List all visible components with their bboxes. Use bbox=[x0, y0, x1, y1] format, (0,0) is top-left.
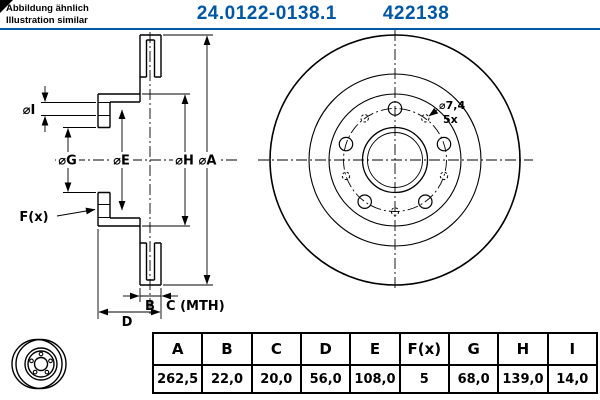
section-view bbox=[97, 34, 162, 286]
dim-label-f: F(x) bbox=[19, 210, 48, 225]
col-header-g: G bbox=[447, 331, 500, 367]
dim-label-c: C (MTH) bbox=[166, 299, 225, 314]
hole-note-dia: ⌀7,4 bbox=[439, 99, 465, 112]
col-header-f: F(x) bbox=[398, 331, 450, 367]
table-value-row: 262,5 22,0 20,0 56,0 108,0 5 68,0 139,0 … bbox=[151, 364, 599, 394]
alignment-holes bbox=[341, 114, 449, 216]
col-header-d: D bbox=[299, 331, 352, 367]
header-divider bbox=[0, 28, 600, 30]
part-number: 24.0122-0138.1 bbox=[196, 3, 337, 24]
dimension-lines bbox=[41, 34, 439, 319]
col-header-e: E bbox=[349, 331, 401, 367]
brake-disc-icon bbox=[11, 338, 67, 390]
dim-label-d: D bbox=[122, 315, 133, 330]
dimension-label-backgrounds bbox=[56, 152, 219, 168]
centerlines bbox=[55, 30, 533, 314]
value-h: 139,0 bbox=[497, 364, 549, 394]
hole-note-count: 5x bbox=[443, 113, 458, 126]
dim-label-dia-e: ⌀E bbox=[113, 154, 130, 169]
reference-number: 422138 bbox=[382, 3, 450, 24]
dim-label-b: B bbox=[145, 299, 155, 314]
dimension-table: A B C D E F(x) G H I 262,5 22,0 20,0 56,… bbox=[151, 331, 599, 394]
bolt-holes bbox=[338, 101, 452, 209]
value-g: 68,0 bbox=[447, 364, 500, 394]
value-e: 108,0 bbox=[349, 364, 401, 394]
corner-triangle-icon bbox=[0, 0, 13, 13]
front-view bbox=[269, 34, 521, 286]
title-bar: 24.0122-0138.1 422138 bbox=[0, 0, 600, 28]
value-d: 56,0 bbox=[299, 364, 352, 394]
dim-label-dia-g: ⌀G bbox=[58, 154, 77, 169]
col-header-h: H bbox=[497, 331, 549, 367]
similar-note: Abbildung ähnlich Illustration similar bbox=[6, 3, 89, 27]
dim-label-dia-i: ⌀I bbox=[23, 103, 36, 118]
dim-label-dia-h: ⌀H bbox=[175, 154, 194, 169]
dim-label-dia-a: ⌀A bbox=[199, 154, 217, 169]
similar-note-de: Abbildung ähnlich bbox=[6, 3, 89, 14]
col-header-a: A bbox=[151, 331, 204, 367]
value-a: 262,5 bbox=[151, 364, 204, 394]
table-header-row: A B C D E F(x) G H I bbox=[151, 331, 599, 367]
value-c: 20,0 bbox=[250, 364, 302, 394]
col-header-c: C bbox=[250, 331, 302, 367]
technical-drawing: ⌀A ⌀H ⌀E ⌀G ⌀I F(x) B C (MTH) D ⌀7,4 5x bbox=[19, 30, 533, 330]
value-b: 22,0 bbox=[201, 364, 253, 394]
value-f: 5 bbox=[398, 364, 450, 394]
similar-note-en: Illustration similar bbox=[6, 14, 88, 26]
col-header-b: B bbox=[201, 331, 253, 367]
value-i: 14,0 bbox=[546, 364, 599, 394]
col-header-i: I bbox=[546, 331, 599, 367]
